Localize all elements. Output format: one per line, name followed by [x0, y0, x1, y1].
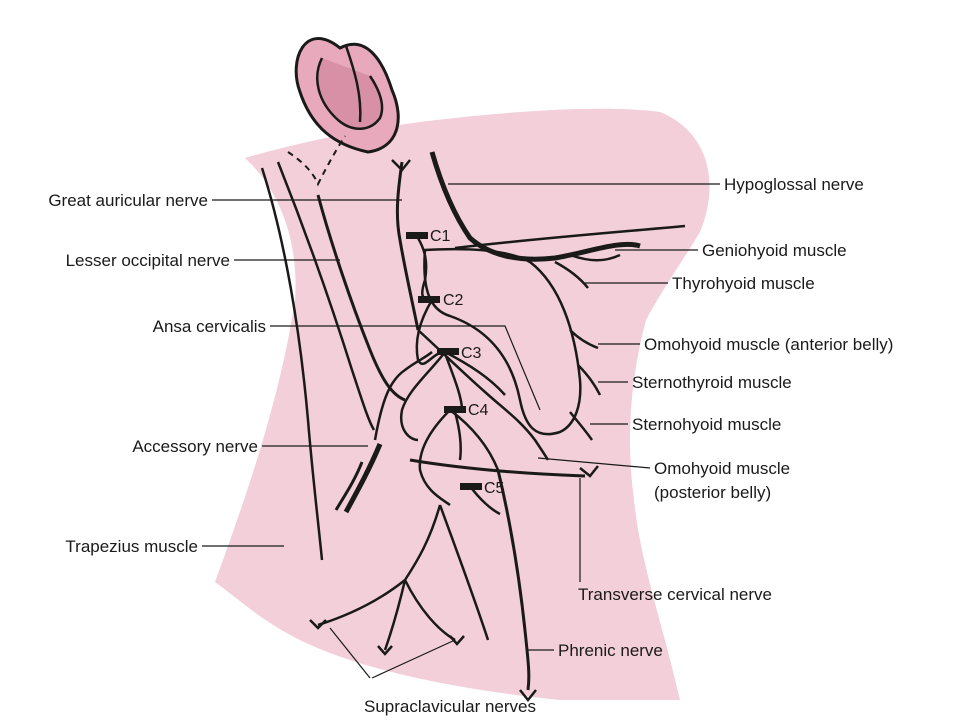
label-sternothyroid-muscle: Sternothyroid muscle [632, 373, 792, 392]
segment-label-c5: C5 [484, 480, 505, 497]
label-lesser-occipital-nerve: Lesser occipital nerve [66, 251, 230, 270]
label-omohyoid-posterior-line1: Omohyoid muscle [654, 459, 790, 478]
segment-label-c4: C4 [468, 402, 489, 419]
label-transverse-cervical-nerve: Transverse cervical nerve [578, 585, 772, 604]
label-great-auricular-nerve: Great auricular nerve [48, 191, 208, 210]
segment-label-c1: C1 [430, 228, 451, 245]
label-ansa-cervicalis: Ansa cervicalis [153, 317, 266, 336]
segment-label-c2: C2 [443, 292, 464, 309]
label-supraclavicular-nerves: Supraclavicular nerves [364, 697, 536, 716]
label-hypoglossal-nerve: Hypoglossal nerve [724, 175, 864, 194]
label-thyrohyoid-muscle: Thyrohyoid muscle [672, 274, 815, 293]
label-accessory-nerve: Accessory nerve [132, 437, 258, 456]
segment-marker-c4 [444, 406, 466, 413]
label-trapezius-muscle: Trapezius muscle [65, 537, 198, 556]
segment-marker-c5 [460, 483, 482, 490]
label-geniohyoid-muscle: Geniohyoid muscle [702, 241, 847, 260]
label-omohyoid-posterior-line2: (posterior belly) [654, 483, 771, 502]
segment-label-c3: C3 [461, 345, 482, 362]
segment-marker-c1 [406, 232, 428, 239]
label-phrenic-nerve: Phrenic nerve [558, 641, 663, 660]
ear [296, 39, 398, 152]
segment-marker-c2 [418, 296, 440, 303]
segment-marker-c3 [437, 348, 459, 355]
label-omohyoid-anterior-belly: Omohyoid muscle (anterior belly) [644, 335, 893, 354]
label-sternohyoid-muscle: Sternohyoid muscle [632, 415, 781, 434]
